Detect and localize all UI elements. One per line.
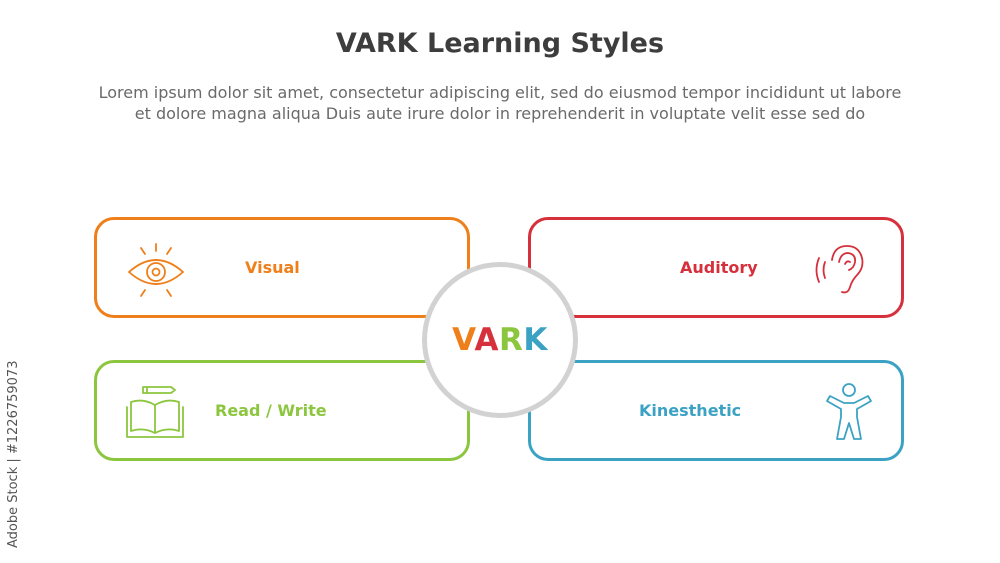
eye-icon (123, 242, 189, 302)
visual-label: Visual (245, 258, 300, 277)
vark-word: VARK (452, 322, 548, 358)
page-subtitle: Lorem ipsum dolor sit amet, consectetur … (40, 82, 960, 124)
auditory-box: Auditory (528, 217, 904, 318)
page-title: VARK Learning Styles (335, 28, 665, 59)
auditory-label: Auditory (680, 258, 758, 277)
stock-watermark: Adobe Stock | #1226759073 (6, 360, 21, 548)
person-icon (823, 381, 875, 449)
vark-letter-r: R (498, 322, 524, 358)
center-circle: VARK (422, 262, 578, 418)
book-icon (123, 381, 187, 447)
read-write-label: Read / Write (215, 401, 327, 420)
vark-letter-v: V (452, 322, 475, 358)
kinesthetic-label: Kinesthetic (639, 401, 742, 420)
vark-letter-k: K (523, 322, 548, 358)
read-write-box: Read / Write (94, 360, 470, 461)
visual-box: Visual (94, 217, 470, 318)
ear-icon (814, 240, 874, 304)
subtitle-line-2: et dolore magna aliqua Duis aute irure d… (134, 104, 866, 123)
vark-letter-a: A (474, 322, 499, 358)
subtitle-line-1: Lorem ipsum dolor sit amet, consectetur … (98, 83, 902, 102)
kinesthetic-box: Kinesthetic (528, 360, 904, 461)
